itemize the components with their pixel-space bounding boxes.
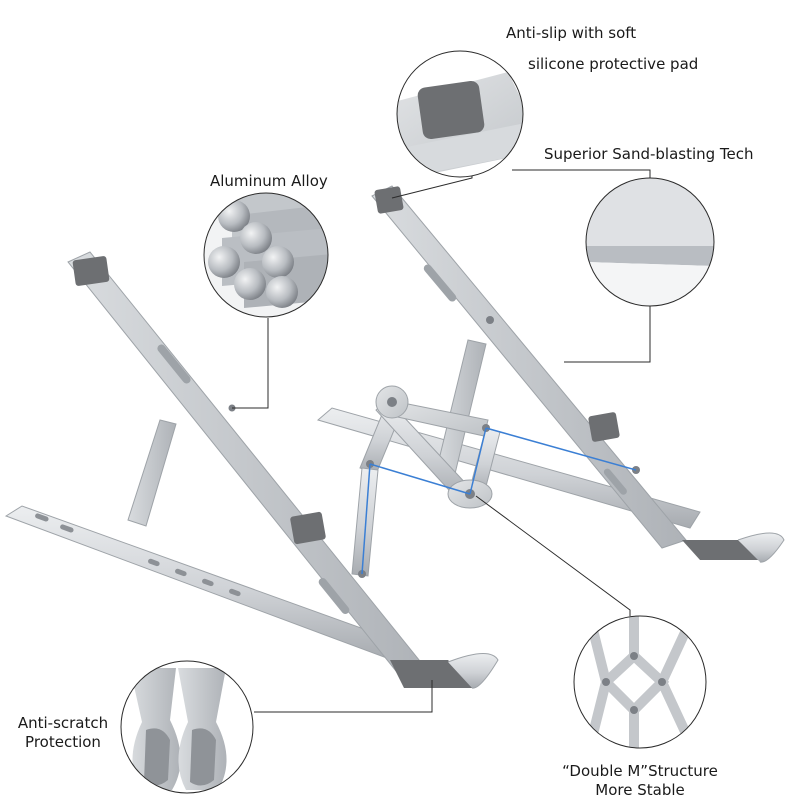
double-m-label-line1: “Double M”Structure — [562, 762, 718, 780]
tension-cables — [361, 427, 637, 575]
sand-blasting-label: Superior Sand-blasting Tech — [544, 145, 754, 163]
anti-slip-label-line1: Anti-slip with soft — [506, 24, 637, 42]
anti-scratch-label: Anti-scratch Protection — [8, 714, 118, 752]
double-m-label: “Double M”Structure More Stable — [540, 762, 740, 800]
anti-slip-label-line2: silicone protective pad — [528, 55, 699, 73]
rear-foot-lip — [737, 532, 785, 563]
double-m-structure-detail — [573, 615, 707, 749]
silicone-pads — [72, 186, 760, 688]
anti-scratch-label-line1: Anti-scratch — [17, 714, 109, 732]
stand-body — [4, 185, 785, 689]
front-foot-lip — [447, 653, 499, 689]
anti-scratch-feet-detail — [120, 660, 254, 794]
anti-slip-label: Anti-slip with soft silicone protective … — [492, 24, 718, 74]
sand-blasting-surface-detail — [585, 177, 715, 307]
aluminum-rods-detail — [203, 192, 329, 318]
double-m-linkage — [228, 316, 640, 578]
double-m-label-line2: More Stable — [595, 781, 685, 799]
anti-slip-pad-detail — [396, 50, 524, 178]
anti-scratch-label-line2: Protection — [25, 733, 101, 751]
aluminum-alloy-label: Aluminum Alloy — [210, 172, 328, 190]
